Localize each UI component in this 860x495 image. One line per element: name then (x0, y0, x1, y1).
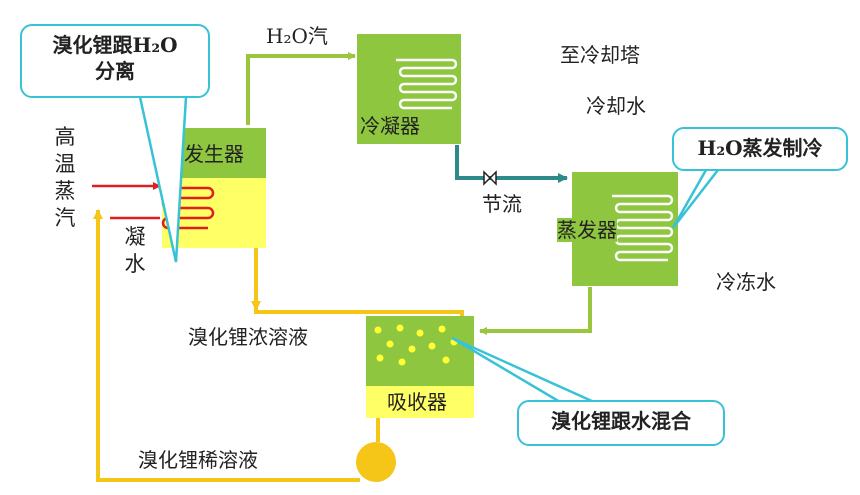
mixing-callout: 溴化锂跟水混合 (517, 400, 725, 446)
separation-callout-pointer (138, 96, 188, 263)
evaporator-coil (612, 194, 674, 262)
concentrated-solution-line (254, 248, 464, 318)
generator-heating-coil (160, 186, 215, 230)
dilute-solution-label: 溴化锂稀溶液 (138, 448, 258, 472)
to-cooling-tower-label: 至冷却塔 (560, 43, 640, 67)
condensate-flow-line (455, 145, 568, 183)
generator-label: 发生器 (184, 142, 244, 166)
evaporation-callout-pointer (671, 169, 719, 229)
cooling-water-label: 冷却水 (586, 94, 646, 118)
high-temp-steam-label: 高温蒸汽 (54, 125, 76, 230)
condenser (357, 34, 461, 144)
condenser-label: 冷凝器 (360, 114, 420, 138)
separation-callout: 溴化锂跟H₂O 分离 (20, 24, 210, 98)
concentrated-solution-label: 溴化锂浓溶液 (188, 325, 308, 349)
evaporation-cooling-callout: H₂O蒸发制冷 (672, 127, 848, 171)
throttle-label: 节流 (482, 192, 522, 216)
dilute-solution-return-line (93, 209, 360, 482)
pump-icon (356, 442, 396, 482)
evaporator-to-absorber-line (479, 287, 592, 335)
h2o-vapor-label: H₂O汽 (266, 24, 328, 48)
condensate-label: 凝水 (124, 225, 146, 276)
chilled-water-label: 冷冻水 (716, 270, 776, 294)
mixing-callout-pointer (451, 336, 595, 404)
vapor-flow-line (246, 52, 356, 125)
evaporator-label: 蒸发器 (557, 218, 617, 242)
condenser-coil (396, 58, 458, 110)
absorber (366, 316, 474, 418)
absorber-label: 吸收器 (387, 390, 447, 414)
throttle-valve-icon (483, 170, 497, 186)
